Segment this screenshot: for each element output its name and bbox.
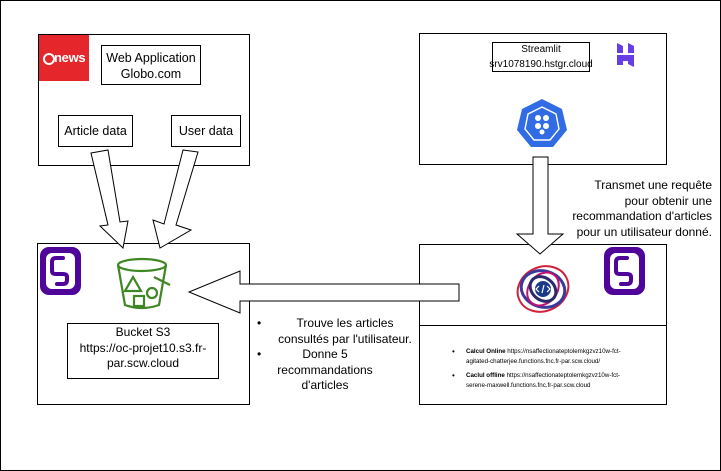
user-flow-arrow xyxy=(152,149,199,249)
request-flow-arrow xyxy=(515,156,565,255)
globo-logo-circle xyxy=(43,53,55,65)
streamlit-title: Streamlit srv1078190.hstgr.cloud xyxy=(489,44,593,70)
lookup-flow-arrow xyxy=(187,270,460,314)
scaleway-icon xyxy=(40,247,81,295)
s3-bucket-icon xyxy=(116,257,171,310)
functions-list: • Calcul Online https://nsaffectionatept… xyxy=(452,347,662,391)
bullet-item: • Trouve les articles consultés par l'ut… xyxy=(257,316,412,346)
bullet-dot: • xyxy=(257,347,262,362)
bullet-item: • Donne 5 recommandations d'articles xyxy=(257,347,373,393)
function-item-online: • Calcul Online https://nsaffectionatept… xyxy=(452,347,621,365)
bullet-dot: • xyxy=(452,347,455,356)
bucket-label: Bucket S3 https://oc-projet10.s3.fr- par… xyxy=(79,325,207,371)
function-item-offline: • Caclul offline https://nsaffectionatep… xyxy=(452,370,620,389)
user-data-label: User data xyxy=(178,124,234,138)
hostinger-icon xyxy=(617,43,634,67)
globo-logo-text: news xyxy=(54,50,86,65)
bucket-label-box xyxy=(67,323,219,379)
article-data-box xyxy=(58,115,133,147)
middle-bullet-list: • Trouve les articles consultés par l'ut… xyxy=(257,316,417,394)
user-data-box xyxy=(171,115,241,147)
bullet-dot: • xyxy=(452,370,455,380)
serverless-functions-icon xyxy=(516,265,570,313)
web-app-title-box xyxy=(101,45,201,85)
functions-divider xyxy=(419,325,667,326)
globo-news-logo: news xyxy=(39,35,89,81)
transmit-note: Transmet une requête pour obtenir une re… xyxy=(572,178,712,239)
kubernetes-icon xyxy=(517,99,567,147)
article-data-label: Article data xyxy=(64,124,127,138)
bullet-dot: • xyxy=(257,316,262,330)
web-app-title: Web Application Globo.com xyxy=(106,51,196,82)
streamlit-title-box xyxy=(492,42,590,72)
article-flow-arrow xyxy=(90,149,129,250)
scaleway-icon xyxy=(604,247,645,295)
